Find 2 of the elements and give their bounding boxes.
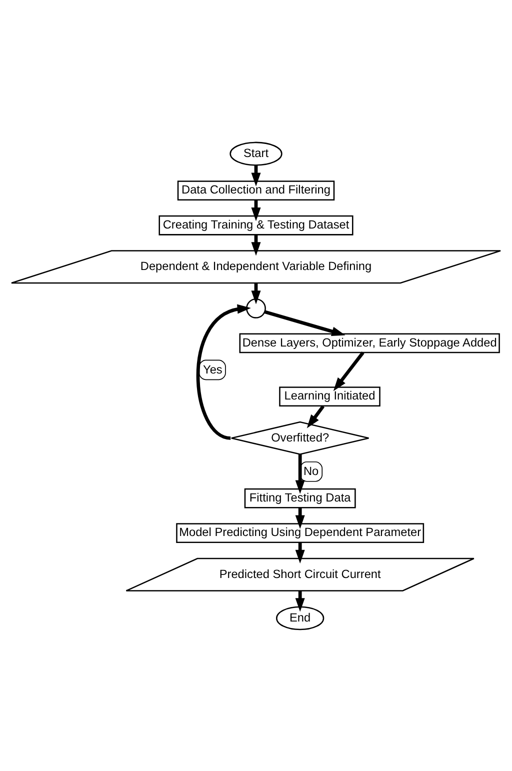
edge-label: No [303,464,319,478]
edge-label: Yes [203,362,222,376]
